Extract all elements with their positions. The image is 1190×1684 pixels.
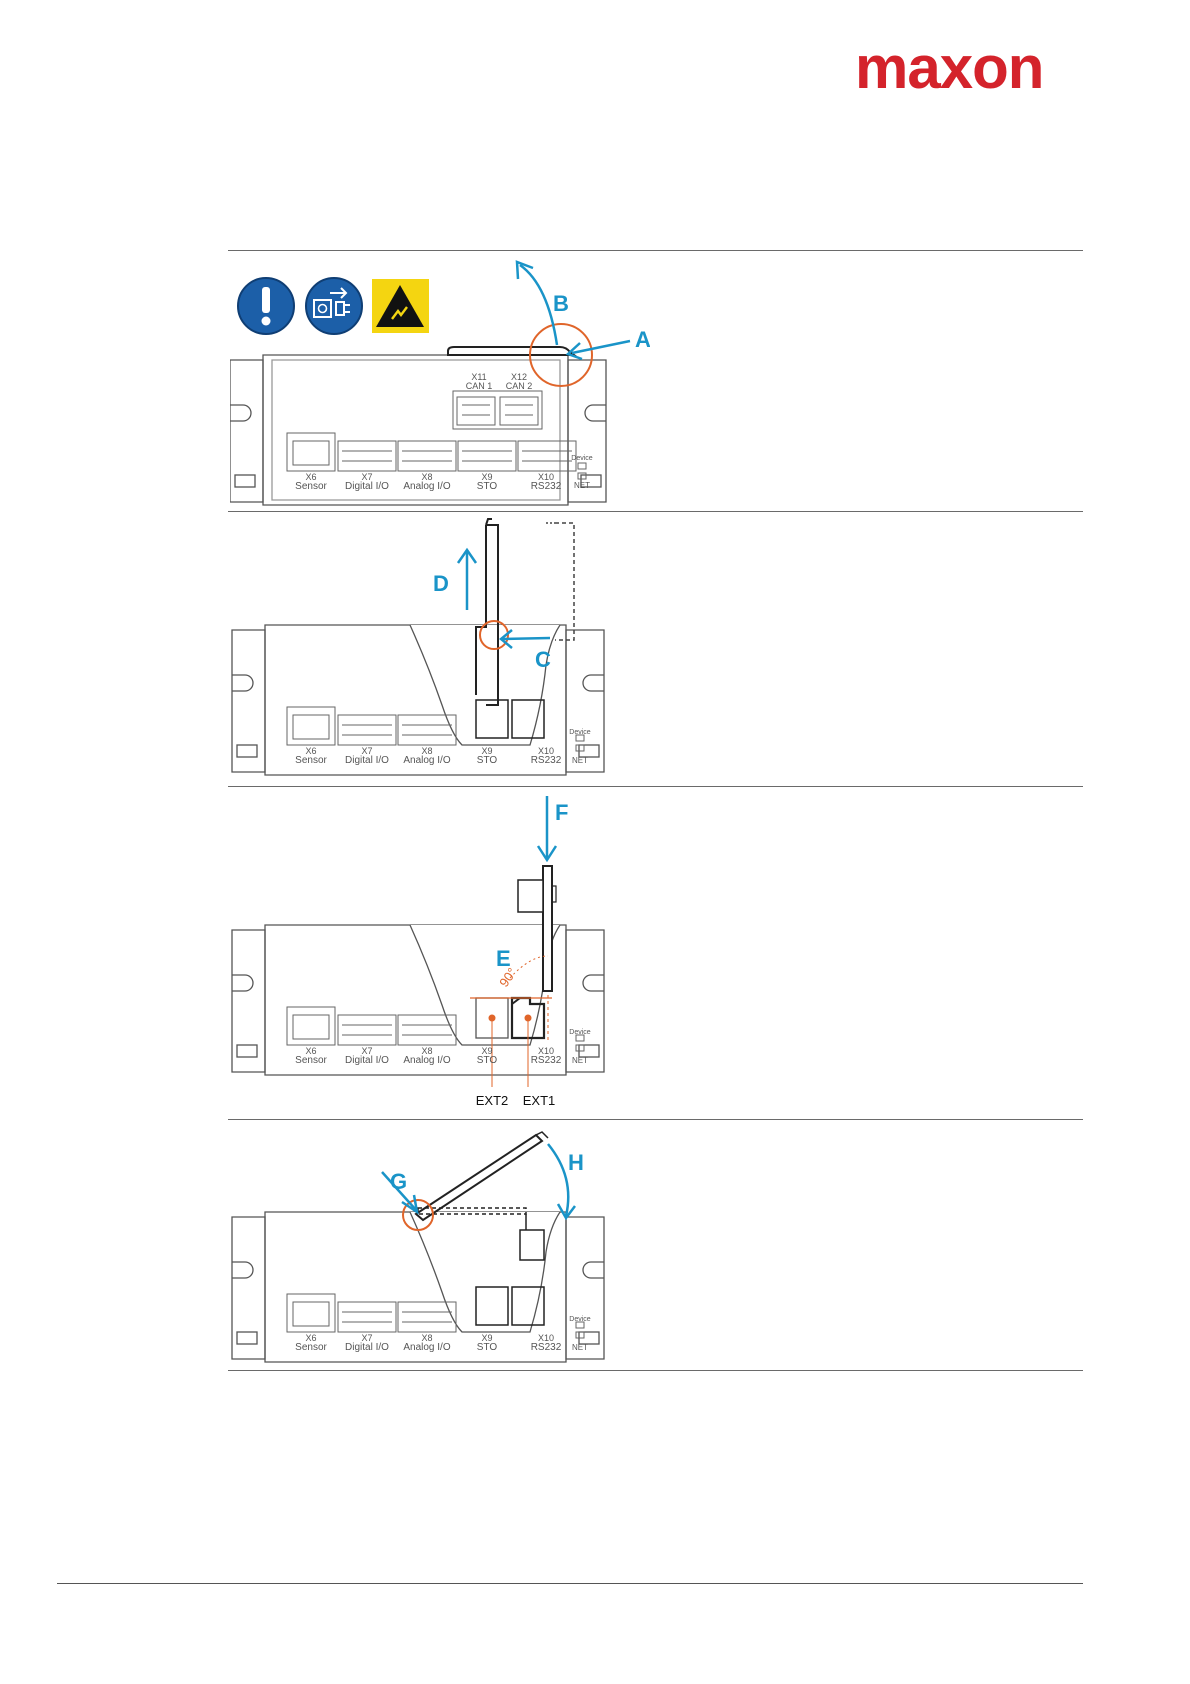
port-x6-label: X6 (305, 472, 316, 482)
port-x7-name: Digital I/O (345, 1055, 389, 1066)
port-x8-label: X8 (421, 1333, 432, 1343)
port-x8-name: Analog I/O (403, 1055, 450, 1066)
port-x8-label: X8 (421, 746, 432, 756)
slot-label-ext1: EXT1 (523, 1093, 556, 1108)
port-x6-name: Sensor (295, 1342, 327, 1353)
port-x8-label: X8 (421, 472, 432, 482)
option-board (414, 1133, 544, 1222)
port-x7-label: X7 (361, 746, 372, 756)
step1-label-b: B (553, 291, 569, 316)
port-x7-label: X7 (361, 1333, 372, 1343)
table-rule-bottom (228, 1370, 1083, 1371)
table-rule-2 (228, 786, 1083, 787)
port-x9-label: X9 (481, 1046, 492, 1056)
port-x6-name: Sensor (295, 481, 327, 492)
port-x8-label: X8 (421, 1046, 432, 1056)
arrow-g (381, 1171, 417, 1211)
port-x10-label: X10 (538, 746, 554, 756)
port-x6-name: Sensor (295, 1055, 327, 1066)
port-x7-name: Digital I/O (345, 481, 389, 492)
led-device-label: Device (569, 729, 591, 736)
step1-label-a: A (635, 327, 650, 352)
arrow-c (501, 636, 551, 641)
port-x10-name: RS232 (531, 481, 562, 492)
port-x10-label: X10 (538, 1046, 554, 1056)
step4-label-h: H (568, 1150, 584, 1175)
led-net-label: NET (572, 756, 588, 765)
bottom-connectors (286, 432, 587, 480)
port-x9-label: X9 (481, 472, 492, 482)
port-x7-name: Digital I/O (345, 1342, 389, 1353)
step4-label-g: G (390, 1169, 407, 1194)
can-connectors (452, 390, 543, 430)
port-x11-name: CAN 1 (466, 381, 493, 391)
led-device-label: Device (569, 1316, 591, 1323)
port-x7-name: Digital I/O (345, 755, 389, 766)
port-x7-label: X7 (361, 1046, 372, 1056)
led-net-label: NET (572, 1056, 588, 1065)
led-net-label: NET (574, 481, 590, 490)
step3-figure: 90° X6 Sensor X7 Digital I/O X8 Analog I… (231, 796, 605, 1108)
port-x11-label: X11 (471, 372, 486, 382)
port-x8-name: Analog I/O (403, 481, 450, 492)
mandatory-action-icon (237, 277, 295, 335)
port-x10-label: X10 (538, 472, 554, 482)
port-x6-label: X6 (305, 1333, 316, 1343)
callout-circle-c (479, 620, 509, 650)
esd-warning-icon (372, 279, 429, 333)
port-x9-name: STO (477, 1055, 498, 1066)
port-x7-label: X7 (361, 472, 372, 482)
table-rule-1 (228, 511, 1083, 512)
port-x12-name: CAN 2 (506, 381, 533, 391)
option-board (542, 865, 553, 992)
arrow-a (571, 339, 631, 355)
step4-figure: G H X6 Sensor X7 Digital I/O X8 Analog I… (231, 1131, 605, 1363)
port-x6-label: X6 (305, 1046, 316, 1056)
option-board (475, 525, 487, 695)
callout-circle-g (402, 1199, 434, 1231)
maxon-logo: maxon (855, 34, 1044, 101)
step1-figure: X11 CAN 1 X12 CAN 2 X6 Sensor X7 Digital… (230, 260, 650, 506)
step3-label-e: E (496, 946, 511, 971)
port-x9-name: STO (477, 1342, 498, 1353)
step3-label-f: F (555, 800, 568, 825)
step2-figure: X6 Sensor X7 Digital I/O X8 Analog I/O X… (231, 518, 605, 776)
port-x10-name: RS232 (531, 1055, 562, 1066)
step2-label-d: D (433, 571, 449, 596)
arrow-b (519, 263, 559, 346)
target-outline (555, 522, 575, 641)
slot-label-ext2: EXT2 (476, 1093, 509, 1108)
table-rule-3 (228, 1119, 1083, 1120)
port-x10-name: RS232 (531, 1342, 562, 1353)
port-x9-label: X9 (481, 746, 492, 756)
port-x10-name: RS232 (531, 755, 562, 766)
callout-circle-a (529, 323, 593, 387)
port-x12-label: X12 (511, 372, 527, 382)
cutaway-region (409, 624, 561, 746)
table-rule-top (228, 250, 1083, 251)
port-x8-name: Analog I/O (403, 755, 450, 766)
step2-label-c: C (535, 647, 551, 672)
led-net-label: NET (572, 1343, 588, 1352)
port-x9-name: STO (477, 481, 498, 492)
cover-plate (447, 346, 577, 356)
footer-rule (57, 1583, 1083, 1584)
port-x10-label: X10 (538, 1333, 554, 1343)
port-x6-name: Sensor (295, 755, 327, 766)
cutaway-region (409, 924, 561, 1046)
port-x6-label: X6 (305, 746, 316, 756)
port-x9-name: STO (477, 755, 498, 766)
led-device-label: Device (571, 455, 593, 462)
port-x9-label: X9 (481, 1333, 492, 1343)
arrow-h (547, 1143, 570, 1217)
led-device-label: Device (569, 1029, 591, 1036)
port-x8-name: Analog I/O (403, 1342, 450, 1353)
disconnect-power-icon (305, 277, 363, 335)
